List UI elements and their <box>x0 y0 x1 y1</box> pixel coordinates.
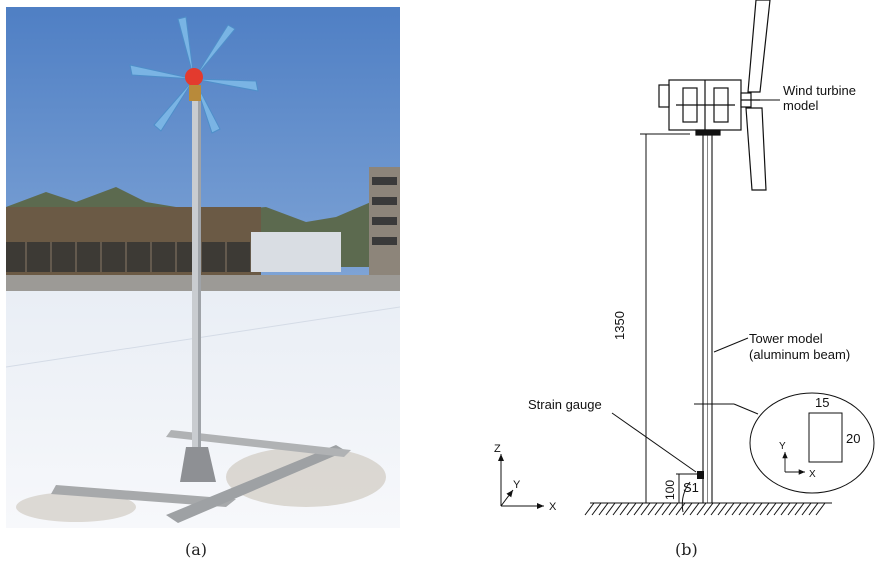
hatch-stroke <box>654 502 665 516</box>
turbine-photo <box>6 7 400 528</box>
section-axis-y: Y <box>779 441 786 452</box>
hatch-stroke <box>626 502 637 516</box>
strain-gauge-label: Strain gauge <box>528 397 602 412</box>
hatch-stroke <box>759 502 770 516</box>
height-label: 1350 <box>612 311 627 340</box>
height-dimension <box>640 133 690 503</box>
turbine-label-line2: model <box>783 98 819 113</box>
hatch-stroke <box>752 502 763 516</box>
axis-z-label: Z <box>494 443 501 455</box>
hatch-stroke <box>605 502 616 516</box>
hatch-stroke <box>675 502 686 516</box>
hatch-stroke <box>598 502 609 516</box>
turbine-head <box>658 0 771 191</box>
hatch-stroke <box>696 502 707 516</box>
hatch-stroke <box>640 502 651 516</box>
hatch-stroke <box>738 502 749 516</box>
caption-b: (b) <box>675 540 698 559</box>
hatch-stroke <box>661 502 672 516</box>
section-width-label: 15 <box>815 395 829 410</box>
hatch-stroke <box>703 502 714 516</box>
hatch-stroke <box>731 502 742 516</box>
hatch-stroke <box>682 502 693 516</box>
hatch-stroke <box>710 502 721 516</box>
axis-x-label: X <box>549 501 557 513</box>
hatch-stroke <box>780 502 791 516</box>
hatch-stroke <box>787 502 798 516</box>
hatch-stroke <box>633 502 644 516</box>
hatch-stroke <box>689 502 700 516</box>
hatch-stroke <box>619 502 630 516</box>
hatch-stroke <box>773 502 784 516</box>
hatch-stroke <box>766 502 777 516</box>
gauge-height-label: 100 <box>663 480 677 500</box>
caption-a: (a) <box>185 540 208 559</box>
hatch-stroke <box>717 502 728 516</box>
coordinate-axes <box>498 454 544 509</box>
hatch-stroke <box>591 502 602 516</box>
hatch-stroke <box>808 502 819 516</box>
ground-hatching <box>584 502 832 516</box>
hatch-stroke <box>745 502 756 516</box>
hatch-stroke <box>815 502 826 516</box>
cross-section-callout <box>749 392 875 494</box>
hatch-stroke <box>584 502 595 516</box>
strain-gauge-marker <box>697 471 704 479</box>
hatch-stroke <box>801 502 812 516</box>
turbine-label-line1: Wind turbine <box>783 83 856 98</box>
tower-beam <box>702 134 713 503</box>
sensor-label: S1 <box>683 480 699 495</box>
tower-label-line1: Tower model <box>749 331 823 346</box>
tower-label-line2: (aluminum beam) <box>749 347 850 362</box>
axis-y-label: Y <box>513 479 521 491</box>
hatch-stroke <box>647 502 658 516</box>
section-axis-x: X <box>809 469 816 480</box>
section-height-label: 20 <box>846 431 860 446</box>
cross-section-rect <box>808 412 843 463</box>
hatch-stroke <box>724 502 735 516</box>
hatch-stroke <box>612 502 623 516</box>
hatch-stroke <box>794 502 805 516</box>
hatch-stroke <box>668 502 679 516</box>
